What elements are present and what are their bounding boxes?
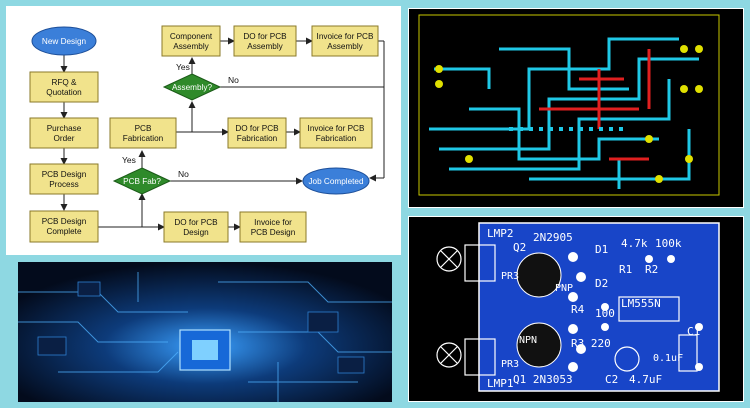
fab-yes-label: Yes: [122, 155, 136, 165]
pcb-layout-bottom-image: LMP2 Q2 2N2905 D1 4.7k 100k PR3 PNP R1 R…: [408, 216, 744, 402]
circuit-photo-svg: [18, 262, 392, 402]
invoice-design-box: Invoice for PCB Design: [239, 211, 307, 243]
design-complete-label-2: Complete: [46, 227, 81, 236]
label-2n2905: 2N2905: [533, 231, 573, 244]
capacitor-outlines: [614, 334, 698, 372]
label-npn: NPN: [519, 335, 537, 346]
pcb-pads: [568, 252, 703, 372]
fab-decision-diamond: PCB Fab?: [112, 167, 172, 195]
do-assembly-label-2: Assembly: [247, 42, 283, 51]
do-fab-label-2: Fabrication: [237, 134, 278, 143]
label-q2: Q2: [513, 241, 526, 254]
label-c1: C1: [687, 325, 700, 338]
do-fab-label-1: DO for PCB: [235, 124, 279, 133]
photo-chips: [37, 281, 365, 374]
circuit-board-photo: [18, 262, 392, 402]
label-q1-2n3053: Q1 2N3053: [513, 373, 573, 386]
assembly-yes-label: Yes: [176, 62, 190, 72]
component-assembly-label-2: Assembly: [173, 42, 209, 51]
invoice-assembly-box: Invoice for PCB Assembly: [311, 25, 379, 57]
label-d2: D2: [595, 277, 608, 290]
label-c2: C2: [605, 373, 618, 386]
lamp-symbols: [436, 244, 496, 376]
pcb-top-svg: [418, 14, 720, 196]
red-traces: [539, 49, 651, 161]
do-assembly-box: DO for PCB Assembly: [233, 25, 297, 57]
assembly-no-label: No: [228, 75, 239, 85]
yellow-pads: [435, 45, 703, 183]
label-lm555n: LM555N: [621, 297, 661, 310]
fab-decision-label: PCB Fab?: [123, 177, 161, 186]
label-r1: R1: [619, 263, 632, 276]
do-design-label-2: Design: [183, 228, 209, 237]
do-design-box: DO for PCB Design: [163, 211, 229, 243]
label-pnp: PNP: [555, 283, 573, 294]
do-assembly-label-1: DO for PCB: [243, 32, 287, 41]
end-label: Job Completed: [308, 177, 364, 186]
po-label-1: Purchase: [47, 124, 82, 133]
fab-no-label: No: [178, 169, 189, 179]
label-lmp1: LMP1: [487, 377, 514, 390]
invoice-fab-label-1: Invoice for PCB: [308, 124, 365, 133]
component-assembly-box: Component Assembly: [161, 25, 221, 57]
rfq-label-1: RFQ &: [51, 78, 77, 87]
label-d1: D1: [595, 243, 608, 256]
purchase-order-box: Purchase Order: [29, 117, 99, 149]
label-r4: R4: [571, 303, 585, 316]
design-process-label-1: PCB Design: [42, 170, 87, 179]
photo-center-cpu: [179, 329, 231, 371]
assembly-decision-label: Assembly?: [172, 83, 212, 92]
start-label: New Design: [42, 37, 87, 46]
label-pr3-bottom: PR3: [501, 359, 519, 370]
label-100k: 100k: [655, 237, 682, 250]
flowchart-panel: New Design RFQ & Quotation Purchase Orde…: [6, 6, 401, 255]
invoice-design-label-2: PCB Design: [251, 228, 296, 237]
fabrication-label-1: PCB: [135, 124, 152, 133]
component-assembly-label-1: Component: [170, 32, 213, 41]
invoice-assembly-label-2: Assembly: [327, 42, 363, 51]
invoice-design-label-1: Invoice for: [254, 218, 292, 227]
label-r3-220: R3 220: [571, 337, 611, 350]
end-oval: Job Completed: [302, 167, 370, 195]
label-lmp2: LMP2: [487, 227, 514, 240]
invoice-assembly-label-1: Invoice for PCB: [317, 32, 374, 41]
ic-lm555-outline: [618, 296, 680, 322]
rfq-label-2: Quotation: [46, 88, 82, 97]
label-0-1uf: 0.1uF: [653, 353, 683, 364]
design-process-label-2: Process: [49, 180, 79, 189]
label-4-7k: 4.7k: [621, 237, 648, 250]
label-pr3-top: PR3: [501, 271, 519, 282]
design-complete-box: PCB Design Complete: [29, 210, 99, 243]
po-label-2: Order: [54, 134, 75, 143]
rfq-box: RFQ & Quotation: [29, 71, 99, 103]
pcb-bottom-svg: LMP2 Q2 2N2905 D1 4.7k 100k PR3 PNP R1 R…: [436, 222, 720, 392]
cyan-traces: [429, 37, 699, 189]
label-100: 100: [595, 307, 615, 320]
start-oval: New Design: [31, 26, 97, 56]
pcb-layout-top-image: [408, 8, 744, 208]
transistor-outlines: [516, 252, 562, 368]
do-fab-box: DO for PCB Fabrication: [227, 117, 287, 149]
do-design-label-1: DO for PCB: [174, 218, 218, 227]
design-complete-label-1: PCB Design: [42, 217, 87, 226]
label-4-7uf: 4.7uF: [629, 373, 662, 386]
design-process-box: PCB Design Process: [29, 163, 99, 195]
ic-pin-row: [509, 127, 623, 131]
invoice-fab-label-2: Fabrication: [316, 134, 357, 143]
label-r2: R2: [645, 263, 658, 276]
photo-traces: [18, 272, 392, 402]
fabrication-box: PCB Fabrication: [109, 117, 177, 149]
invoice-fab-box: Invoice for PCB Fabrication: [299, 117, 373, 149]
flowchart-svg: New Design RFQ & Quotation Purchase Orde…: [29, 25, 385, 243]
assembly-decision-diamond: Assembly?: [162, 73, 222, 101]
fabrication-label-2: Fabrication: [123, 134, 164, 143]
flow-connectors: [60, 37, 385, 231]
